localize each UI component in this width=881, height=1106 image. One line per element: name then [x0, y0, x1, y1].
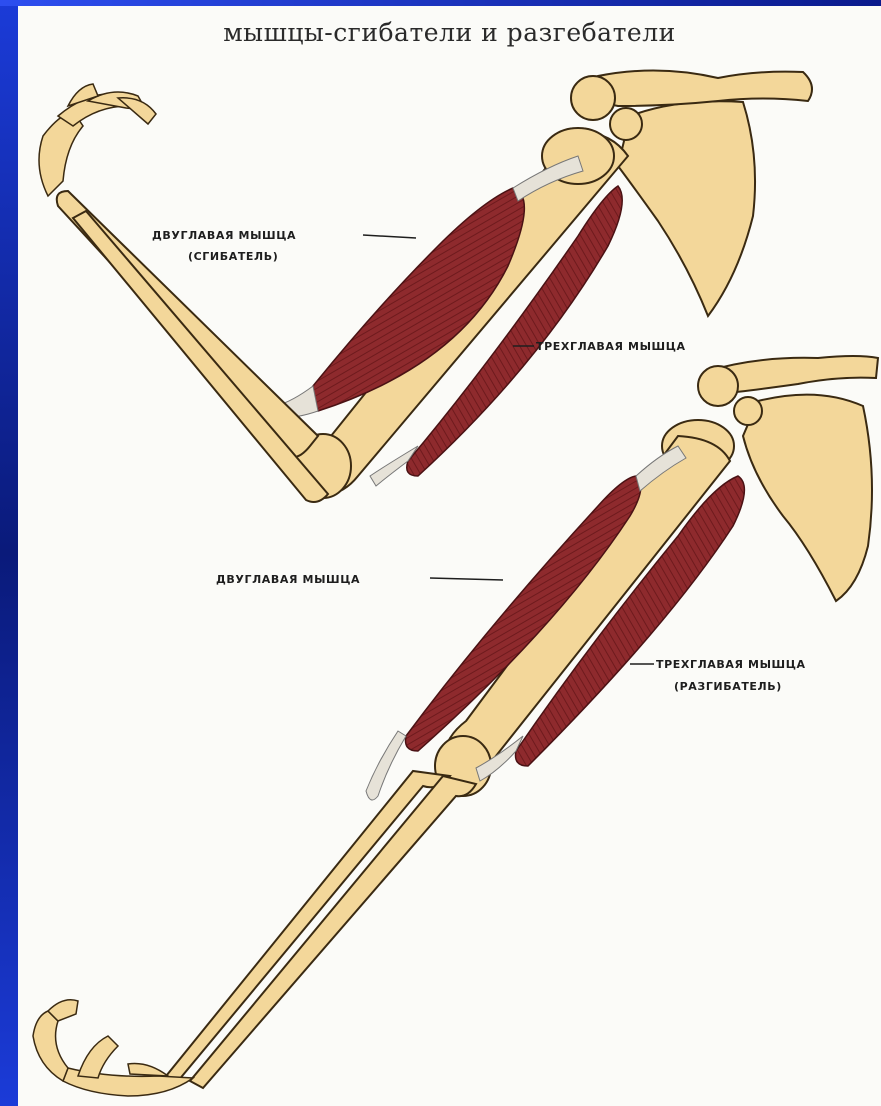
extended-arm [33, 356, 878, 1096]
label-biceps-flexor: ДВУГЛАВАЯ МЫШЦА [152, 229, 296, 242]
label-triceps-extensor-note: (РАЗГИБАТЕЛЬ) [674, 680, 782, 693]
humerus-bottom [443, 436, 730, 772]
arm-illustration: ДВУГЛАВАЯ МЫШЦА (СГИБАТЕЛЬ) ТРЕХГЛАВАЯ М… [18, 6, 881, 1106]
hand-bottom [33, 1000, 193, 1096]
scapula-bottom [743, 395, 872, 601]
clavicle-top [596, 70, 812, 106]
label-biceps-bottom: ДВУГЛАВАЯ МЫШЦА [216, 573, 360, 586]
label-triceps-top: ТРЕХГЛАВАЯ МЫШЦА [536, 340, 686, 353]
label-biceps-flexor-note: (СГИБАТЕЛЬ) [188, 250, 278, 263]
hand-top [39, 84, 156, 196]
diagram-panel: мышцы-сгибатели и разгебатели [18, 6, 881, 1106]
forearm-bottom [158, 771, 450, 1089]
label-triceps-extensor: ТРЕХГЛАВАЯ МЫШЦА [656, 658, 806, 671]
slide-left-border [0, 0, 18, 1106]
